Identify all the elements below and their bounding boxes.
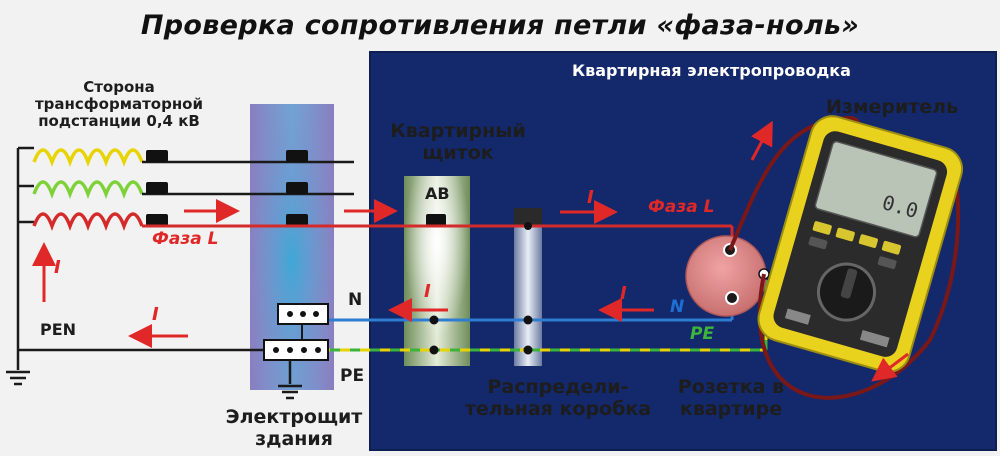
- current-label: I: [587, 187, 594, 208]
- substation-side-label: Сторона трансформаторной подстанции 0,4 …: [34, 78, 204, 130]
- page-title: Проверка сопротивления петли «фаза-ноль»: [140, 10, 860, 41]
- socket-label: Розетка в квартире: [677, 376, 785, 420]
- current-label: I: [54, 257, 61, 278]
- coil-icon: [32, 148, 144, 231]
- terminal-block-pe: [263, 339, 329, 361]
- terminal-block-n: [277, 303, 329, 325]
- junction-box: [514, 208, 542, 366]
- pen-label: PEN: [40, 320, 77, 339]
- current-label: I: [620, 283, 627, 304]
- meter-label: Измеритель: [826, 96, 959, 118]
- ground-icon: [6, 370, 30, 386]
- n-label-left: N: [348, 290, 363, 310]
- current-label: I: [152, 304, 159, 325]
- phase-l-label-right: Фаза L: [648, 197, 715, 217]
- breaker-icon: [146, 150, 446, 226]
- breaker-label: АВ: [425, 184, 450, 203]
- multimeter-icon: 0.0: [757, 115, 964, 373]
- apartment-panel-label: Квартирный щиток: [390, 120, 526, 164]
- n-label-right: N: [670, 297, 685, 317]
- current-label: I: [424, 281, 431, 302]
- ground-icon: [278, 384, 302, 400]
- pe-label-right: PE: [690, 324, 715, 344]
- junction-box-label: Распредели- тельная коробка: [464, 376, 652, 420]
- apartment-wiring-label: Квартирная электропроводка: [572, 61, 851, 80]
- pe-label-left: PE: [340, 366, 365, 386]
- arrow-icon: [32, 120, 909, 382]
- phase-l-label-left: Фаза L: [152, 229, 219, 249]
- building-panel-label: Электрощит здания: [225, 406, 363, 450]
